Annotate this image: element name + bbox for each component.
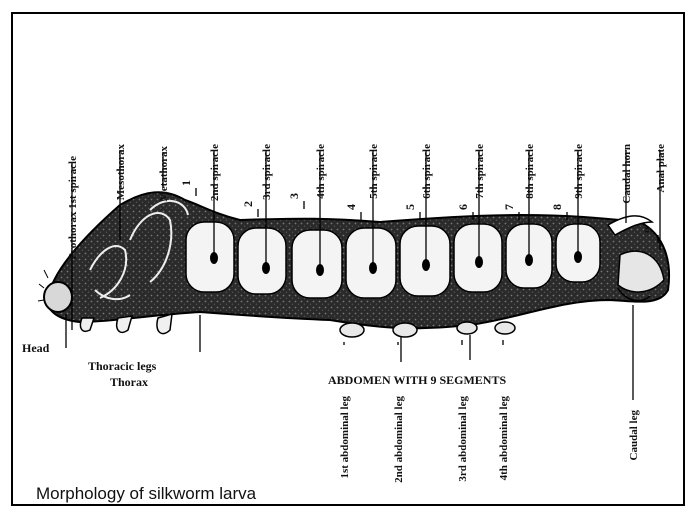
segment-number: 6 [456, 204, 470, 210]
label-3rd-spiracle: 3rd spiracle [261, 144, 273, 200]
figure-caption: Morphology of silkworm larva [36, 484, 256, 504]
label-3rd-abdominal-leg: 3rd abdominal leg [457, 396, 469, 482]
segment-number: 3 [287, 193, 301, 199]
bottom-label-group: 1st abdominal leg 2nd abdominal leg 3rd ab… [339, 305, 640, 483]
segment-number: 8 [550, 204, 564, 210]
label-4th-spiracle: 4th spiracle [315, 144, 327, 199]
label-caudal-horn: Caudal horn [621, 144, 633, 204]
head-capsule [44, 282, 72, 312]
label-7th-spiracle: 7th spiracle [474, 144, 486, 199]
label-9th-spiracle: 9th spiracle [573, 144, 585, 199]
head-label: Head [22, 341, 50, 355]
label-4th-abdominal-leg: 4th abdominal leg [498, 396, 510, 481]
label-5th-spiracle: 5th spiracle [368, 144, 380, 199]
label-8th-spiracle: 8th spiracle [524, 144, 536, 199]
label-6th-spiracle: 6th spiracle [421, 144, 433, 199]
label-1st-abdominal-leg: 1st abdominal leg [339, 396, 351, 479]
thoracic-legs-label: Thoracic legs [88, 359, 157, 373]
thorax-label: Thorax [110, 375, 148, 389]
label-prothorax-1st-spiracle: Prothorax 1st spiracle [67, 156, 79, 260]
label-2nd-abdominal-leg: 2nd abdominal leg [393, 396, 405, 483]
abdomen-label: ABDOMEN WITH 9 SEGMENTS [328, 373, 506, 387]
segment-number: 7 [502, 204, 516, 210]
label-anal-plate: Anal plate [655, 144, 667, 193]
label-mesothorax: Mesothorax [115, 144, 127, 201]
segment-number: 9 [641, 227, 655, 233]
segment-number: 2 [241, 201, 255, 207]
label-caudal-leg: Caudal leg [628, 410, 640, 461]
label-2nd-spiracle: 2nd spiracle [209, 144, 221, 201]
segment-number: 5 [403, 204, 417, 210]
segment-number: 4 [344, 204, 358, 210]
label-metathorax: Metathorax [158, 146, 170, 202]
segment-number: 1 [179, 180, 193, 186]
